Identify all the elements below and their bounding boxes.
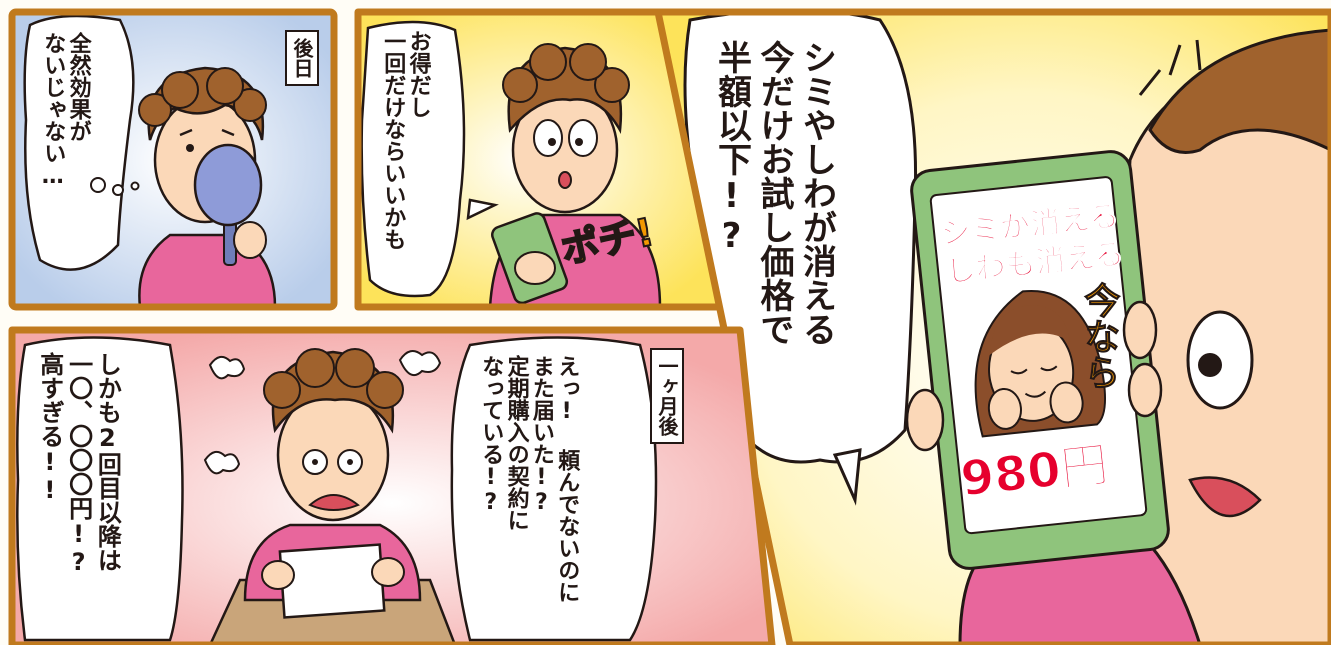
ad-now: 今なら (1078, 282, 1120, 391)
panel-phone-ad (658, 12, 1331, 645)
speech-phone-ad: シミやしわが消える 今だけお試し価格で 半額以下!? (711, 40, 837, 346)
speech-month-later-2: しかも2回目以降は 一〇、〇〇〇円!? 高すぎる!! (35, 352, 122, 576)
panel-later (12, 12, 334, 307)
speech-later: 全然効果が ないじゃない… (40, 32, 91, 189)
panel-click (358, 12, 735, 307)
speech-month-later-1: えっ! 頼んでないのに また届いた!? 定期購入の契約に なっている!? (478, 355, 580, 603)
speech-click: お得だし 一回だけならいいかも (380, 30, 431, 250)
caption-month-later: 一ヶ月後 (650, 348, 684, 444)
panel-month-later (12, 330, 772, 645)
caption-later: 後日 (285, 30, 319, 86)
